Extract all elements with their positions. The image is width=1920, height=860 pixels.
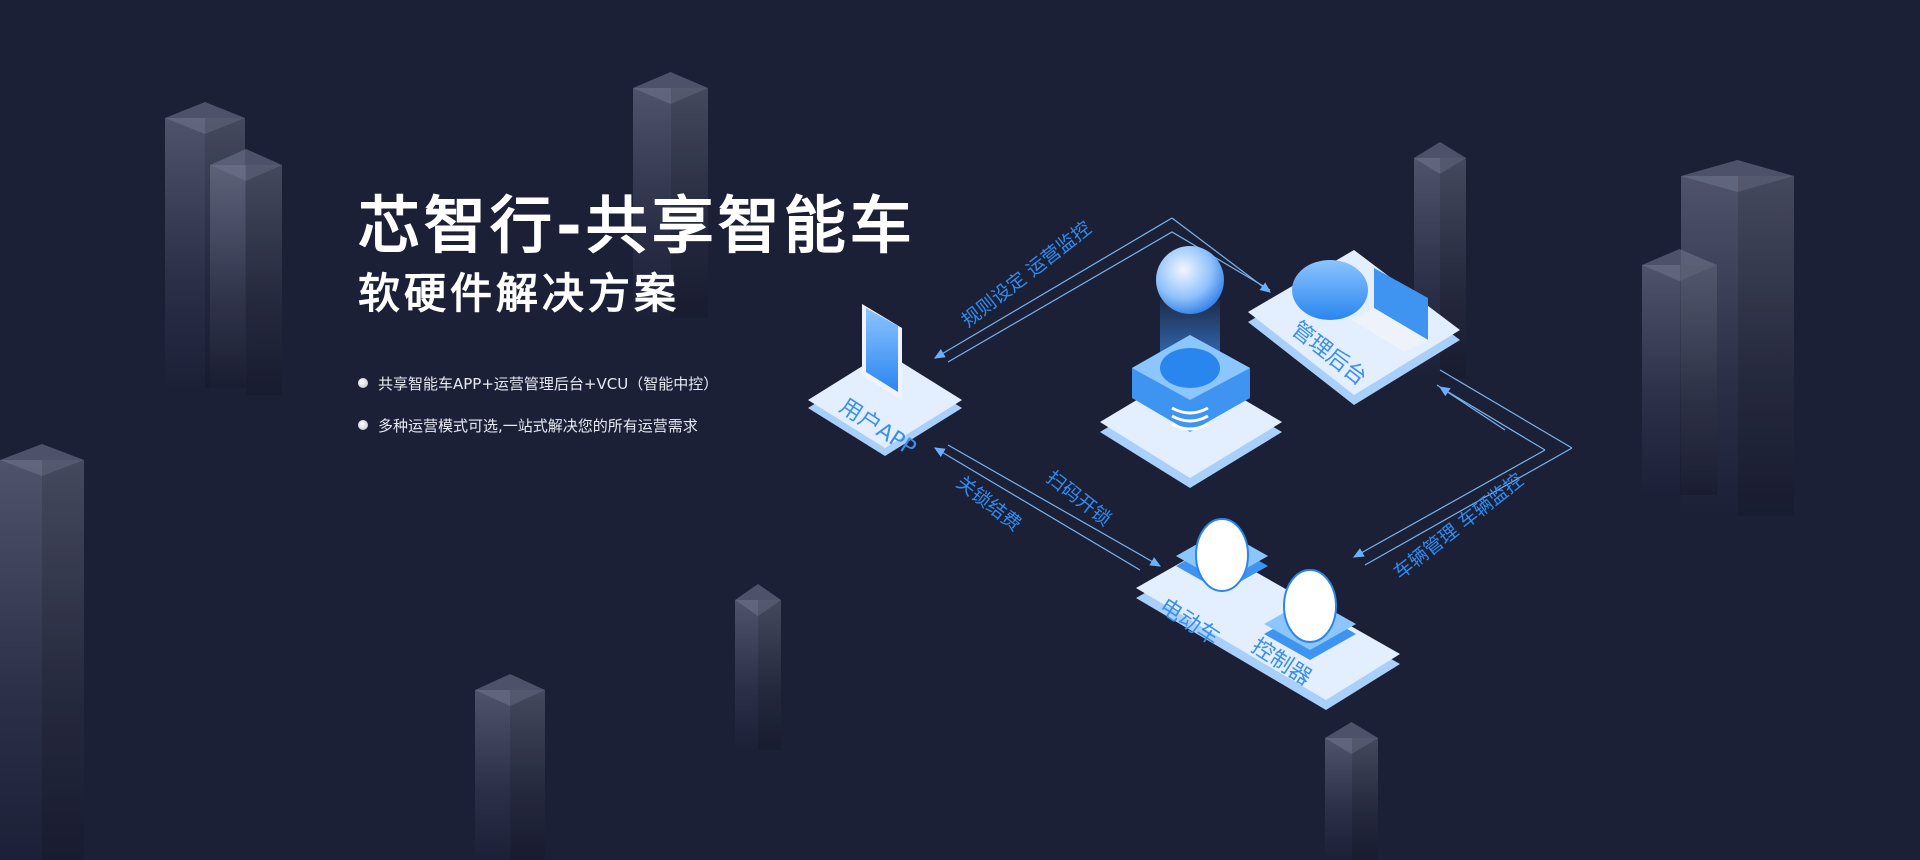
vehicle-node: 电动车 控制器	[1136, 518, 1400, 710]
decor-pillar	[475, 690, 545, 860]
decor-pillar	[0, 460, 84, 860]
user-app-node: 用户APP	[808, 304, 962, 462]
decor-pillar	[633, 88, 708, 318]
page-title: 芯智行-共享智能车	[358, 189, 916, 262]
bullet-icon	[358, 420, 368, 430]
globe-icon	[1156, 246, 1224, 314]
controller-icon	[1283, 569, 1337, 643]
flow-label-scan: 扫码开锁	[1042, 467, 1115, 531]
flow-label-lock: 关锁结费	[952, 472, 1025, 536]
hero: 芯智行-共享智能车 软硬件解决方案 共享智能车APP+运营管理后台+VCU（智能…	[358, 190, 916, 446]
feature-text: 共享智能车APP+运营管理后台+VCU（智能中控）	[378, 374, 719, 393]
feature-list: 共享智能车APP+运营管理后台+VCU（智能中控） 多种运营模式可选,一站式解决…	[358, 362, 916, 446]
page-subtitle: 软硬件解决方案	[358, 269, 681, 318]
flow-arrows	[933, 217, 1573, 571]
feature-item: 共享智能车APP+运营管理后台+VCU（智能中控）	[358, 362, 916, 404]
decor-pillar	[210, 165, 282, 395]
scooter-icon	[1195, 518, 1249, 592]
cloud-icon	[1292, 260, 1368, 320]
decor-pillar	[735, 600, 781, 750]
decor-pillar	[1325, 738, 1378, 860]
decor-pillar	[1642, 265, 1717, 495]
flow-label-right: 车辆管理 车辆监控	[1390, 469, 1528, 584]
feature-item: 多种运营模式可选,一站式解决您的所有运营需求	[358, 404, 916, 446]
feature-text: 多种运营模式可选,一站式解决您的所有运营需求	[378, 416, 698, 435]
phone-icon	[866, 308, 898, 392]
cloud-server-node	[1100, 246, 1282, 488]
laptop-icon	[1374, 268, 1428, 340]
bullet-icon	[358, 378, 368, 388]
flow-label-top: 规则设定 运营监控	[958, 217, 1096, 332]
admin-node: 管理后台	[1248, 250, 1460, 405]
